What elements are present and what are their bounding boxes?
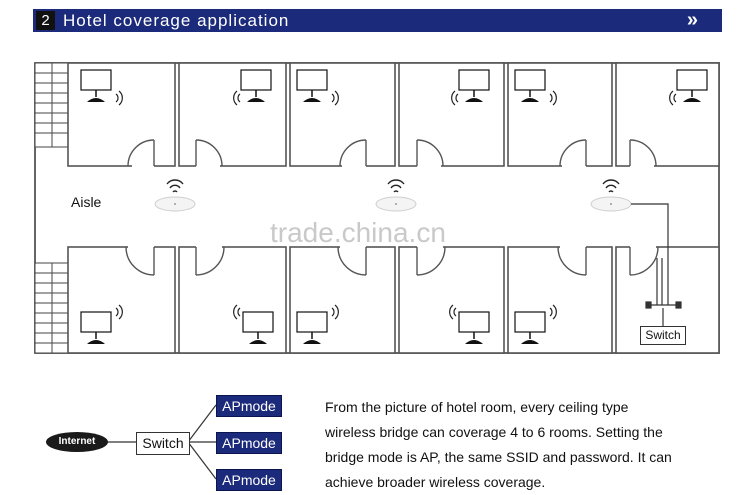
bottom-rooms — [67, 246, 720, 354]
internet-cloud-icon: Internet — [46, 432, 108, 452]
door-swing-icon — [125, 244, 659, 276]
top-rooms — [67, 62, 720, 167]
network-cable — [631, 203, 682, 326]
description-text: From the picture of hotel room, every ce… — [325, 395, 735, 495]
staircase-icon — [34, 262, 69, 354]
section-title: Hotel coverage application — [63, 11, 290, 30]
apmode-badge: APmode — [216, 432, 282, 454]
description-line: achieve broader wireless coverage. — [325, 474, 546, 490]
door-swing-icon — [127, 139, 657, 169]
legend-switch: Switch — [136, 432, 190, 455]
staircase-icon — [34, 62, 69, 148]
double-chevron-right-icon[interactable]: » — [686, 9, 698, 31]
watermark: trade.china.cn — [270, 217, 446, 248]
section-number: 2 — [36, 11, 55, 30]
aisle-label: Aisle — [71, 194, 102, 210]
apmode-badge: APmode — [216, 395, 282, 417]
description-line: bridge mode is AP, the same SSID and pas… — [325, 449, 672, 465]
description-line: From the picture of hotel room, every ce… — [325, 399, 629, 415]
section-header: 2 Hotel coverage application » — [33, 9, 722, 32]
switch-device: Switch — [640, 326, 686, 345]
legend-connectors — [108, 404, 217, 480]
description-line: wireless bridge can coverage 4 to 6 room… — [325, 424, 663, 440]
apmode-badge: APmode — [216, 469, 282, 491]
